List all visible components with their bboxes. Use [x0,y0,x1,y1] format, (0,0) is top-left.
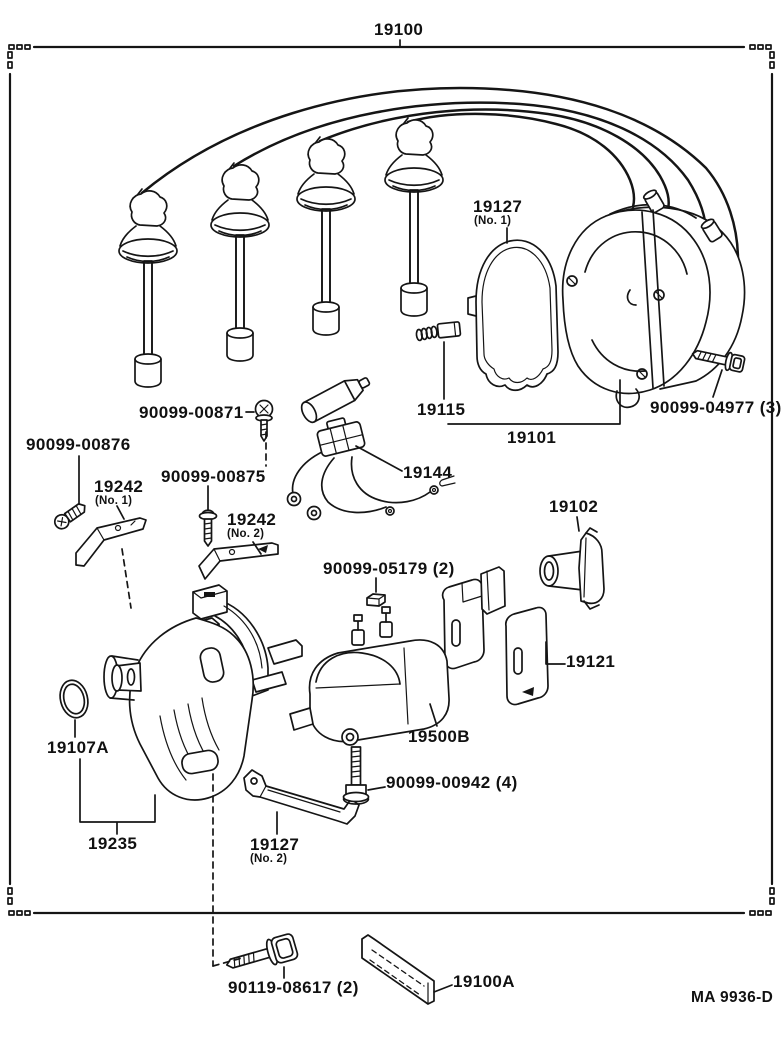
cover-strap-drawing [243,769,360,825]
lead-harness-drawing [286,377,456,521]
part-label-90099-00875: 90099-00875 [161,467,266,486]
part-label-19242-no1: 19242 [94,477,144,496]
housing-drawing [103,584,303,801]
part-label-19107A: 19107A [47,738,109,757]
cap-gasket-drawing [467,239,559,392]
plug-boot-3 [296,136,356,336]
plug-boot-4 [384,117,444,317]
part-label-19235: 19235 [88,834,138,853]
part-label-19127-no1-variant: (No. 1) [474,215,512,227]
plug-boot-2 [210,162,270,362]
bracket1-drawing [75,517,147,567]
terminal-screw-drawing [415,321,462,342]
part-label-90099-05179: 90099-05179 (2) [323,559,455,578]
part-label-90119-08617: 90119-08617 (2) [228,978,359,997]
part-label-19121: 19121 [566,652,616,671]
part-label-19102: 19102 [549,497,599,516]
leader-lines [74,39,723,993]
part-label-90099-00876: 90099-00876 [26,435,131,454]
part-label-19500B: 19500B [408,727,470,746]
part-label-19101: 19101 [507,428,557,447]
ignition-coil-drawing [289,606,450,746]
coil-bolt-drawing [342,746,370,805]
part-label-19144: 19144 [403,463,453,482]
frame-corner-dashes [7,44,775,916]
part-label-19127-no2: 19127 [250,835,300,854]
bracket2-screw-drawing [198,509,218,547]
ignitor-bracket-drawing [441,566,549,706]
part-label-19100: 19100 [374,20,424,39]
harness-screw-drawing [254,399,274,442]
cap-screw-drawing [691,349,746,373]
dashed-assembly-lines [121,431,267,967]
drawing-code: MA 9936-D [691,989,774,1006]
dust-cover-drawing [539,527,605,610]
part-label-19127-no2-variant: (No. 2) [250,853,288,865]
nut-drawing [366,593,386,607]
part-label-19127-no1: 19127 [473,197,523,216]
name-plate-drawing [361,934,435,1005]
bracket1-screw-drawing [53,503,86,530]
part-label-19100A: 19100A [453,972,515,991]
part-label-90099-00942: 90099-00942 (4) [386,773,518,792]
part-label-19242-no2: 19242 [227,510,277,529]
o-ring-drawing [59,679,89,719]
part-label-90099-04977: 90099-04977 (3) [650,398,782,417]
part-label-90099-00871: 90099-00871 [139,403,244,422]
mount-bolt-drawing [225,933,299,969]
part-label-19242-no2-variant: (No. 2) [227,528,265,540]
diagram-frame-border [7,44,775,916]
part-label-19115: 19115 [417,400,466,419]
distributor-cap-drawing [561,187,746,409]
plug-boot-1 [118,188,178,388]
part-label-19242-no1-variant: (No. 1) [95,495,133,507]
bracket2-drawing [198,542,279,580]
